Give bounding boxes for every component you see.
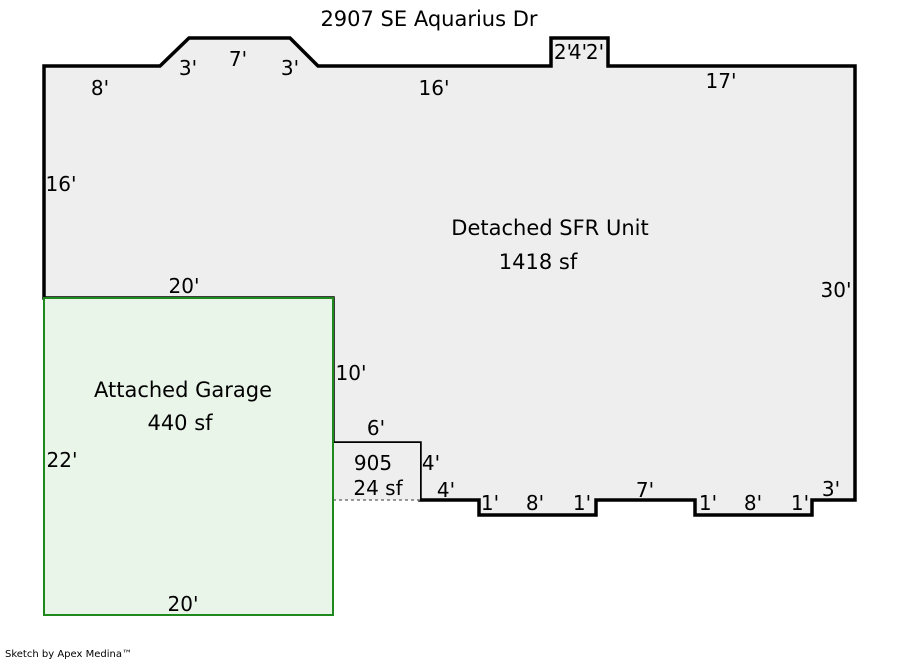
dim-garage-right: 10' <box>336 361 367 385</box>
dim-top-left: 8' <box>91 76 109 100</box>
dim-top-mid: 16' <box>419 76 450 100</box>
dim-garage-top: 20' <box>169 274 200 298</box>
dim-step-d: 1' <box>699 491 717 515</box>
dim-bottom-right: 3' <box>822 477 840 501</box>
dim-bay-top: 7' <box>229 47 247 71</box>
dim-bay-left: 3' <box>179 56 197 80</box>
dim-nook-right: 4' <box>422 451 440 475</box>
dim-top-right: 17' <box>706 69 737 93</box>
dim-garage-bottom: 20' <box>168 592 199 616</box>
address-title: 2907 SE Aquarius Dr <box>320 7 537 31</box>
dim-step-a: 4' <box>437 478 455 502</box>
nook-area-size: 24 sf <box>353 476 403 500</box>
dim-notch2-bottom: 8' <box>744 491 762 515</box>
garage-area-name: Attached Garage <box>94 378 272 402</box>
garage-outline <box>43 297 334 616</box>
dim-bump-b: 4' <box>569 40 587 64</box>
dim-bay-right: 3' <box>281 56 299 80</box>
dim-garage-left: 22' <box>47 448 78 472</box>
house-area-name: Detached SFR Unit <box>451 216 648 240</box>
garage-area-size: 440 sf <box>147 411 213 435</box>
dim-step-c: 1' <box>573 491 591 515</box>
dim-step-e: 1' <box>791 491 809 515</box>
dim-notch1-bottom: 8' <box>526 491 544 515</box>
dim-bottom-mid: 7' <box>636 478 654 502</box>
dim-right-side: 30' <box>821 278 852 302</box>
nook-area <box>333 443 420 500</box>
dim-step-b: 1' <box>481 491 499 515</box>
dim-bump-c: 2' <box>586 40 604 64</box>
nook-area-name: 905 <box>354 451 392 475</box>
dim-nook-top: 6' <box>367 416 385 440</box>
dim-left-upper: 16' <box>46 172 77 196</box>
house-area-size: 1418 sf <box>499 250 578 274</box>
dim-bump-a: 2' <box>554 40 572 64</box>
sketch-credit: Sketch by Apex Medina™ <box>5 649 132 660</box>
